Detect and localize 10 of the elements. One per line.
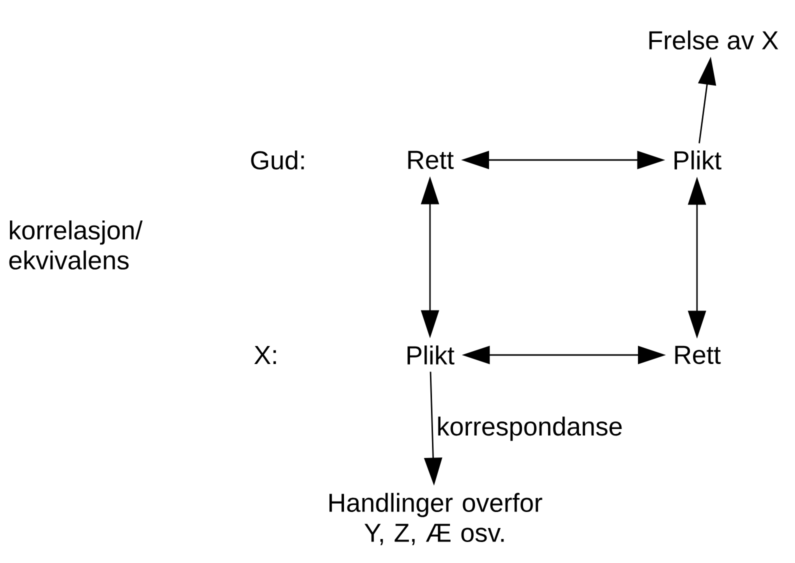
concept-label: Plikt (674, 150, 722, 170)
concept-label: Frelse av X (649, 30, 778, 50)
concept-label: Handlinger overfor Y, Z, Æ osv. (329, 492, 542, 546)
row-label: korrelasjon/ ekvivalens (9, 220, 143, 270)
row-label: Gud: (251, 150, 304, 170)
concept-label: Rett (675, 346, 721, 364)
concept-label: Rett (408, 150, 454, 170)
concept-label: Plikt (408, 345, 454, 365)
row-label: X: (254, 346, 276, 364)
edge-label: korrespondanse (438, 416, 622, 441)
